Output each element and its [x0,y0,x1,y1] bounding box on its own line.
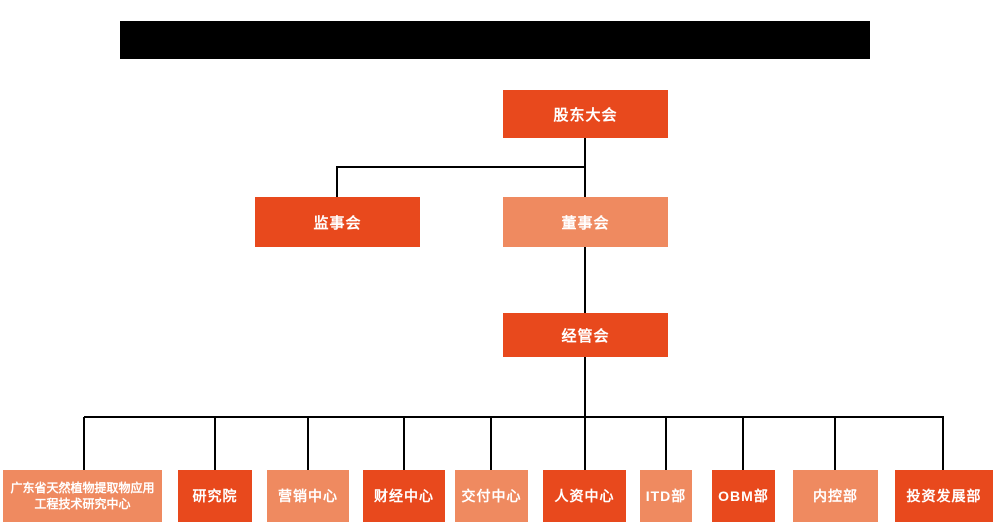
drop-line-marketing-center [307,417,309,470]
connector-shareholders-to-board-vertical [584,138,586,198]
dept-box-itd-dept: ITD部 [640,470,692,522]
dept-box-marketing-center: 营销中心 [267,470,349,522]
drop-line-research-institute [214,417,216,470]
drop-line-finance-center [403,417,405,470]
dept-box-research-center: 广东省天然植物提取物应用工程技术研究中心 [3,470,162,522]
org-node-supervisory-board: 监事会 [255,197,420,247]
drop-line-hr-center [584,417,586,470]
dept-box-obm-dept: OBM部 [712,470,775,522]
org-node-management-committee: 经管会 [503,313,668,357]
org-node-shareholders-meeting: 股东大会 [503,90,668,138]
dept-box-internal-control-dept: 内控部 [793,470,878,522]
drop-line-delivery-center [490,417,492,470]
org-node-board-of-directors: 董事会 [503,197,668,247]
dept-box-investment-dept: 投资发展部 [895,470,993,522]
dept-box-hr-center: 人资中心 [543,470,626,522]
drop-line-research-center [83,417,85,470]
drop-line-investment-dept [942,417,944,470]
drop-line-obm-dept [742,417,744,470]
redacted-title-bar [120,21,870,59]
connector-board-to-management-vertical [584,247,586,313]
connector-level2-horizontal [336,166,586,168]
connector-management-to-bus-vertical [584,357,586,417]
dept-box-finance-center: 财经中心 [363,470,445,522]
connector-to-supervisory-vertical [336,166,338,197]
dept-box-delivery-center: 交付中心 [455,470,528,522]
connector-department-bus-horizontal [84,416,944,418]
drop-line-internal-control-dept [834,417,836,470]
drop-line-itd-dept [665,417,667,470]
dept-box-research-institute: 研究院 [178,470,252,522]
